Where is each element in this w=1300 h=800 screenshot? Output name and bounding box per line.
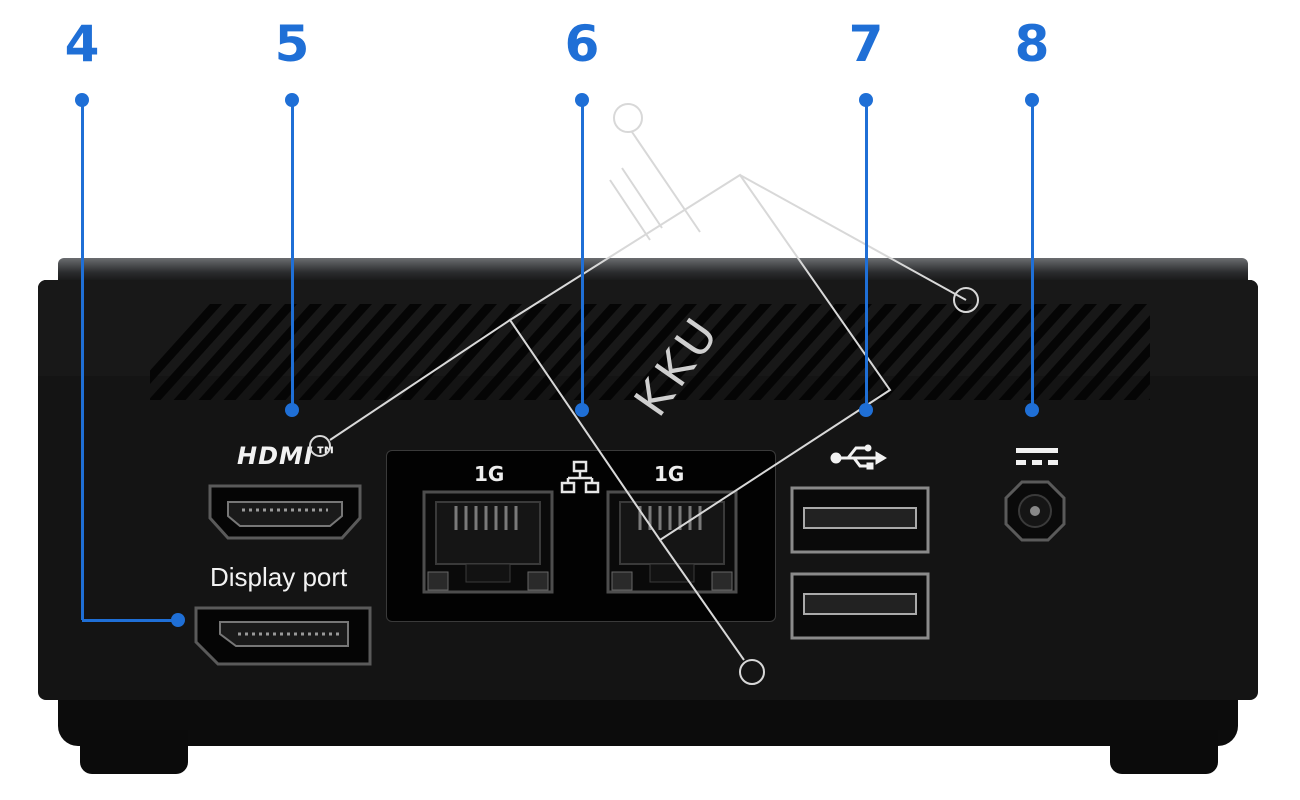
callout-line-7 [865, 100, 868, 410]
callout-line-6 [581, 100, 584, 410]
device-foot-left [80, 730, 188, 774]
callout-dot-4-port [171, 613, 185, 627]
callout-number-7: 7 [848, 15, 884, 73]
device-foot-right [1110, 730, 1218, 774]
rj45-port-icon-right [606, 490, 738, 594]
usb-port-icon-bottom [790, 572, 930, 640]
callout-line-8 [1031, 100, 1034, 410]
callout-dot-8-port [1025, 403, 1039, 417]
device-base [58, 700, 1238, 746]
callout-dot-7-port [859, 403, 873, 417]
callout-dot-5-port [285, 403, 299, 417]
dc-jack-icon [1004, 480, 1066, 542]
callout-number-5: 5 [274, 15, 310, 73]
callout-line-4-horizontal [82, 619, 178, 622]
callout-line-5 [291, 100, 294, 410]
network-icon [560, 460, 600, 494]
callout-number-8: 8 [1014, 15, 1050, 73]
usb-port-icon-top [790, 486, 930, 554]
callout-dot-4-top [75, 93, 89, 107]
callout-line-4-vertical [81, 100, 84, 620]
callout-dot-8-top [1025, 93, 1039, 107]
hdmi-port-icon [208, 484, 362, 540]
callout-number-6: 6 [564, 15, 600, 73]
callout-dot-7-top [859, 93, 873, 107]
callout-dot-5-top [285, 93, 299, 107]
callout-dot-6-port [575, 403, 589, 417]
displayport-port-icon [194, 606, 372, 666]
displayport-label: Display port [210, 562, 348, 592]
hdmi-logo: HDMI™ [237, 442, 339, 470]
rj45-port-icon-left [422, 490, 554, 594]
usb-icon [830, 444, 887, 470]
callout-dot-6-top [575, 93, 589, 107]
callout-number-4: 4 [64, 15, 100, 73]
lan-right-speed: 1G [654, 462, 685, 486]
lan-left-speed: 1G [474, 462, 505, 486]
dc-power-icon [1016, 448, 1058, 465]
